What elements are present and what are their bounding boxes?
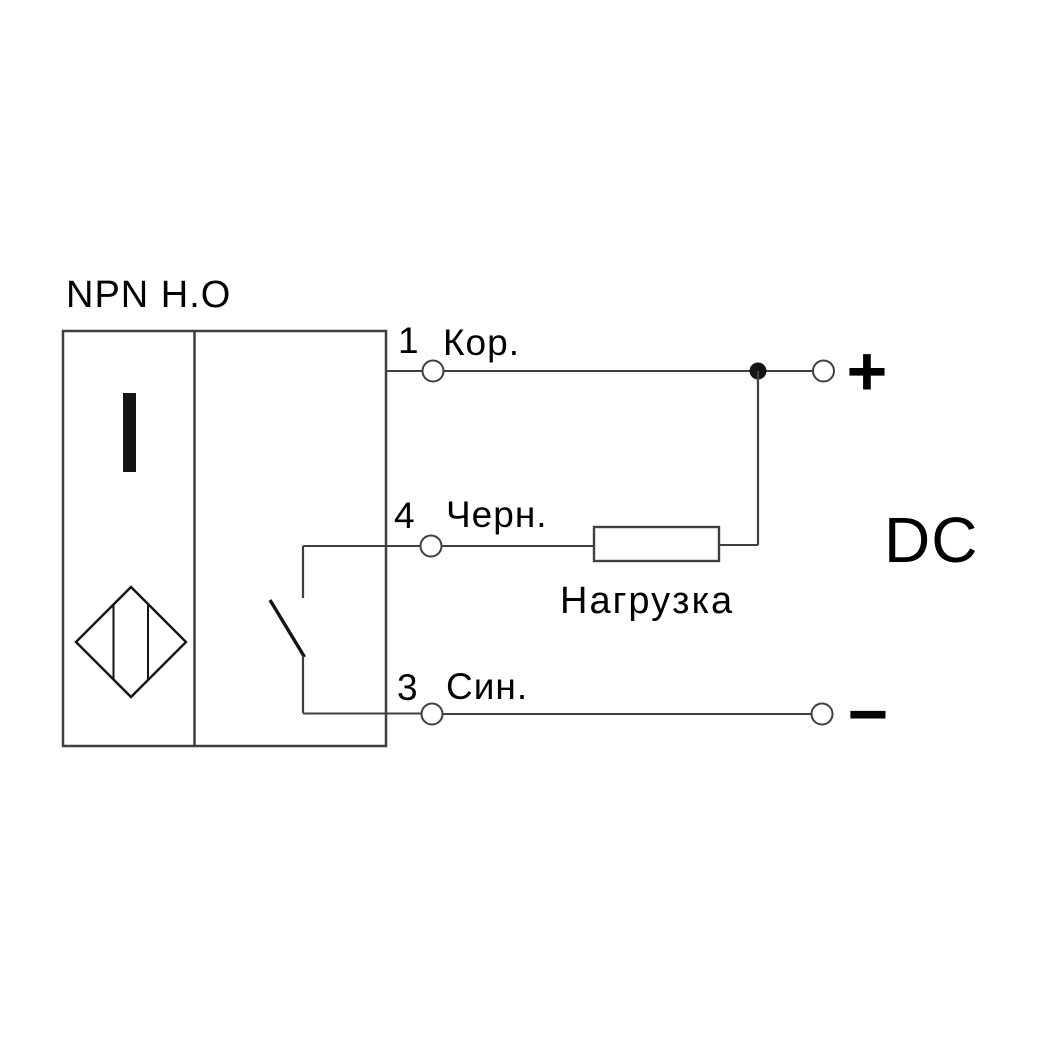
dc-supply-label: DC (884, 504, 979, 576)
pin4-wire-color-label: Черн. (446, 494, 548, 535)
load-label: Нагрузка (560, 580, 735, 622)
diagram-title: NPN H.O (66, 274, 232, 316)
plus-symbol: + (846, 332, 888, 410)
pin3-wire-color-label: Син. (446, 666, 529, 707)
load-resistor-box (592, 525, 721, 563)
switch-blade-icon (268, 599, 306, 658)
pin3-number: 3 (397, 667, 418, 708)
sensor-body-outline (61, 329, 388, 748)
pin3-terminal-circle (420, 702, 444, 726)
sensor-diamond-icon (74, 585, 188, 699)
pin1-number: 1 (398, 320, 419, 361)
positive-terminal-circle (812, 359, 835, 383)
pin1-terminal-circle (421, 359, 445, 383)
sensing-face-bar-icon (123, 393, 136, 472)
pin4-number: 4 (394, 495, 415, 536)
pin1-wire-color-label: Кор. (443, 322, 520, 363)
pin4-terminal-circle (419, 534, 443, 558)
minus-symbol: − (847, 675, 889, 753)
negative-terminal-circle (810, 702, 834, 726)
